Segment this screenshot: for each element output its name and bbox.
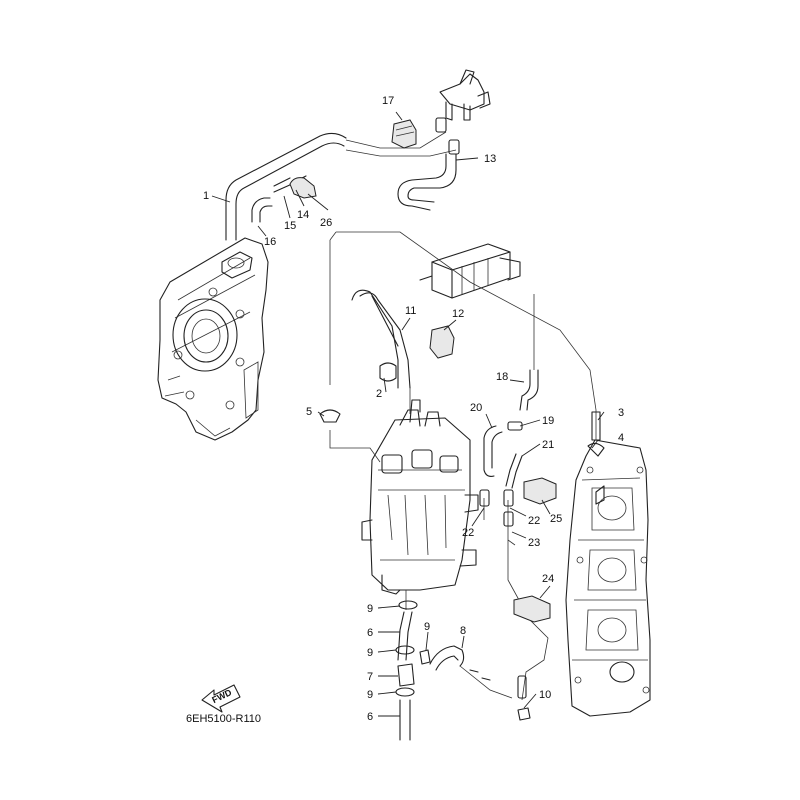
callout-8: 8 xyxy=(460,625,466,637)
callout-7: 7 xyxy=(367,671,373,683)
callout-11: 11 xyxy=(405,305,416,317)
callout-3: 3 xyxy=(618,407,624,419)
callout-9-b: 9 xyxy=(367,647,373,659)
callout-9-c: 9 xyxy=(424,621,430,633)
callout-9-a: 9 xyxy=(367,603,373,615)
canister xyxy=(419,243,521,299)
cylinder-head xyxy=(565,439,651,717)
callout-18: 18 xyxy=(496,371,508,383)
callout-26: 26 xyxy=(320,217,332,229)
leader-lines xyxy=(211,111,605,717)
callout-2: 2 xyxy=(376,388,382,400)
drawing-code: 6EH5100-R110 xyxy=(186,713,261,725)
callout-6-upper: 6 xyxy=(367,627,373,639)
callout-20: 20 xyxy=(470,402,482,414)
callout-10: 10 xyxy=(539,689,551,701)
vapor-separator xyxy=(361,399,479,595)
callout-21: 21 xyxy=(542,439,554,451)
callout-15: 15 xyxy=(284,220,296,232)
callout-17: 17 xyxy=(382,95,394,107)
callout-4: 4 xyxy=(618,432,624,444)
callout-24: 24 xyxy=(542,573,554,585)
callout-22-right: 22 xyxy=(528,515,540,527)
callout-9-d: 9 xyxy=(367,689,373,701)
callout-13: 13 xyxy=(484,153,496,165)
callout-16: 16 xyxy=(264,236,276,248)
intake-manifold xyxy=(157,237,269,441)
callout-6-lower: 6 xyxy=(367,711,373,723)
callout-12: 12 xyxy=(452,308,464,320)
callout-22-left: 22 xyxy=(462,527,474,539)
callout-23: 23 xyxy=(528,537,540,549)
fwd-arrow-icon: FWD xyxy=(201,684,241,713)
callout-labels: 1 2 3 4 5 6 6 7 8 9 9 9 9 10 11 12 13 14… xyxy=(203,95,624,723)
callout-25: 25 xyxy=(550,513,562,525)
fittings xyxy=(273,119,605,721)
callout-19: 19 xyxy=(542,415,554,427)
callout-5: 5 xyxy=(306,406,312,418)
callout-1: 1 xyxy=(203,190,209,202)
vent-valve xyxy=(435,69,491,155)
hoses xyxy=(225,131,601,741)
callout-14: 14 xyxy=(297,209,309,221)
